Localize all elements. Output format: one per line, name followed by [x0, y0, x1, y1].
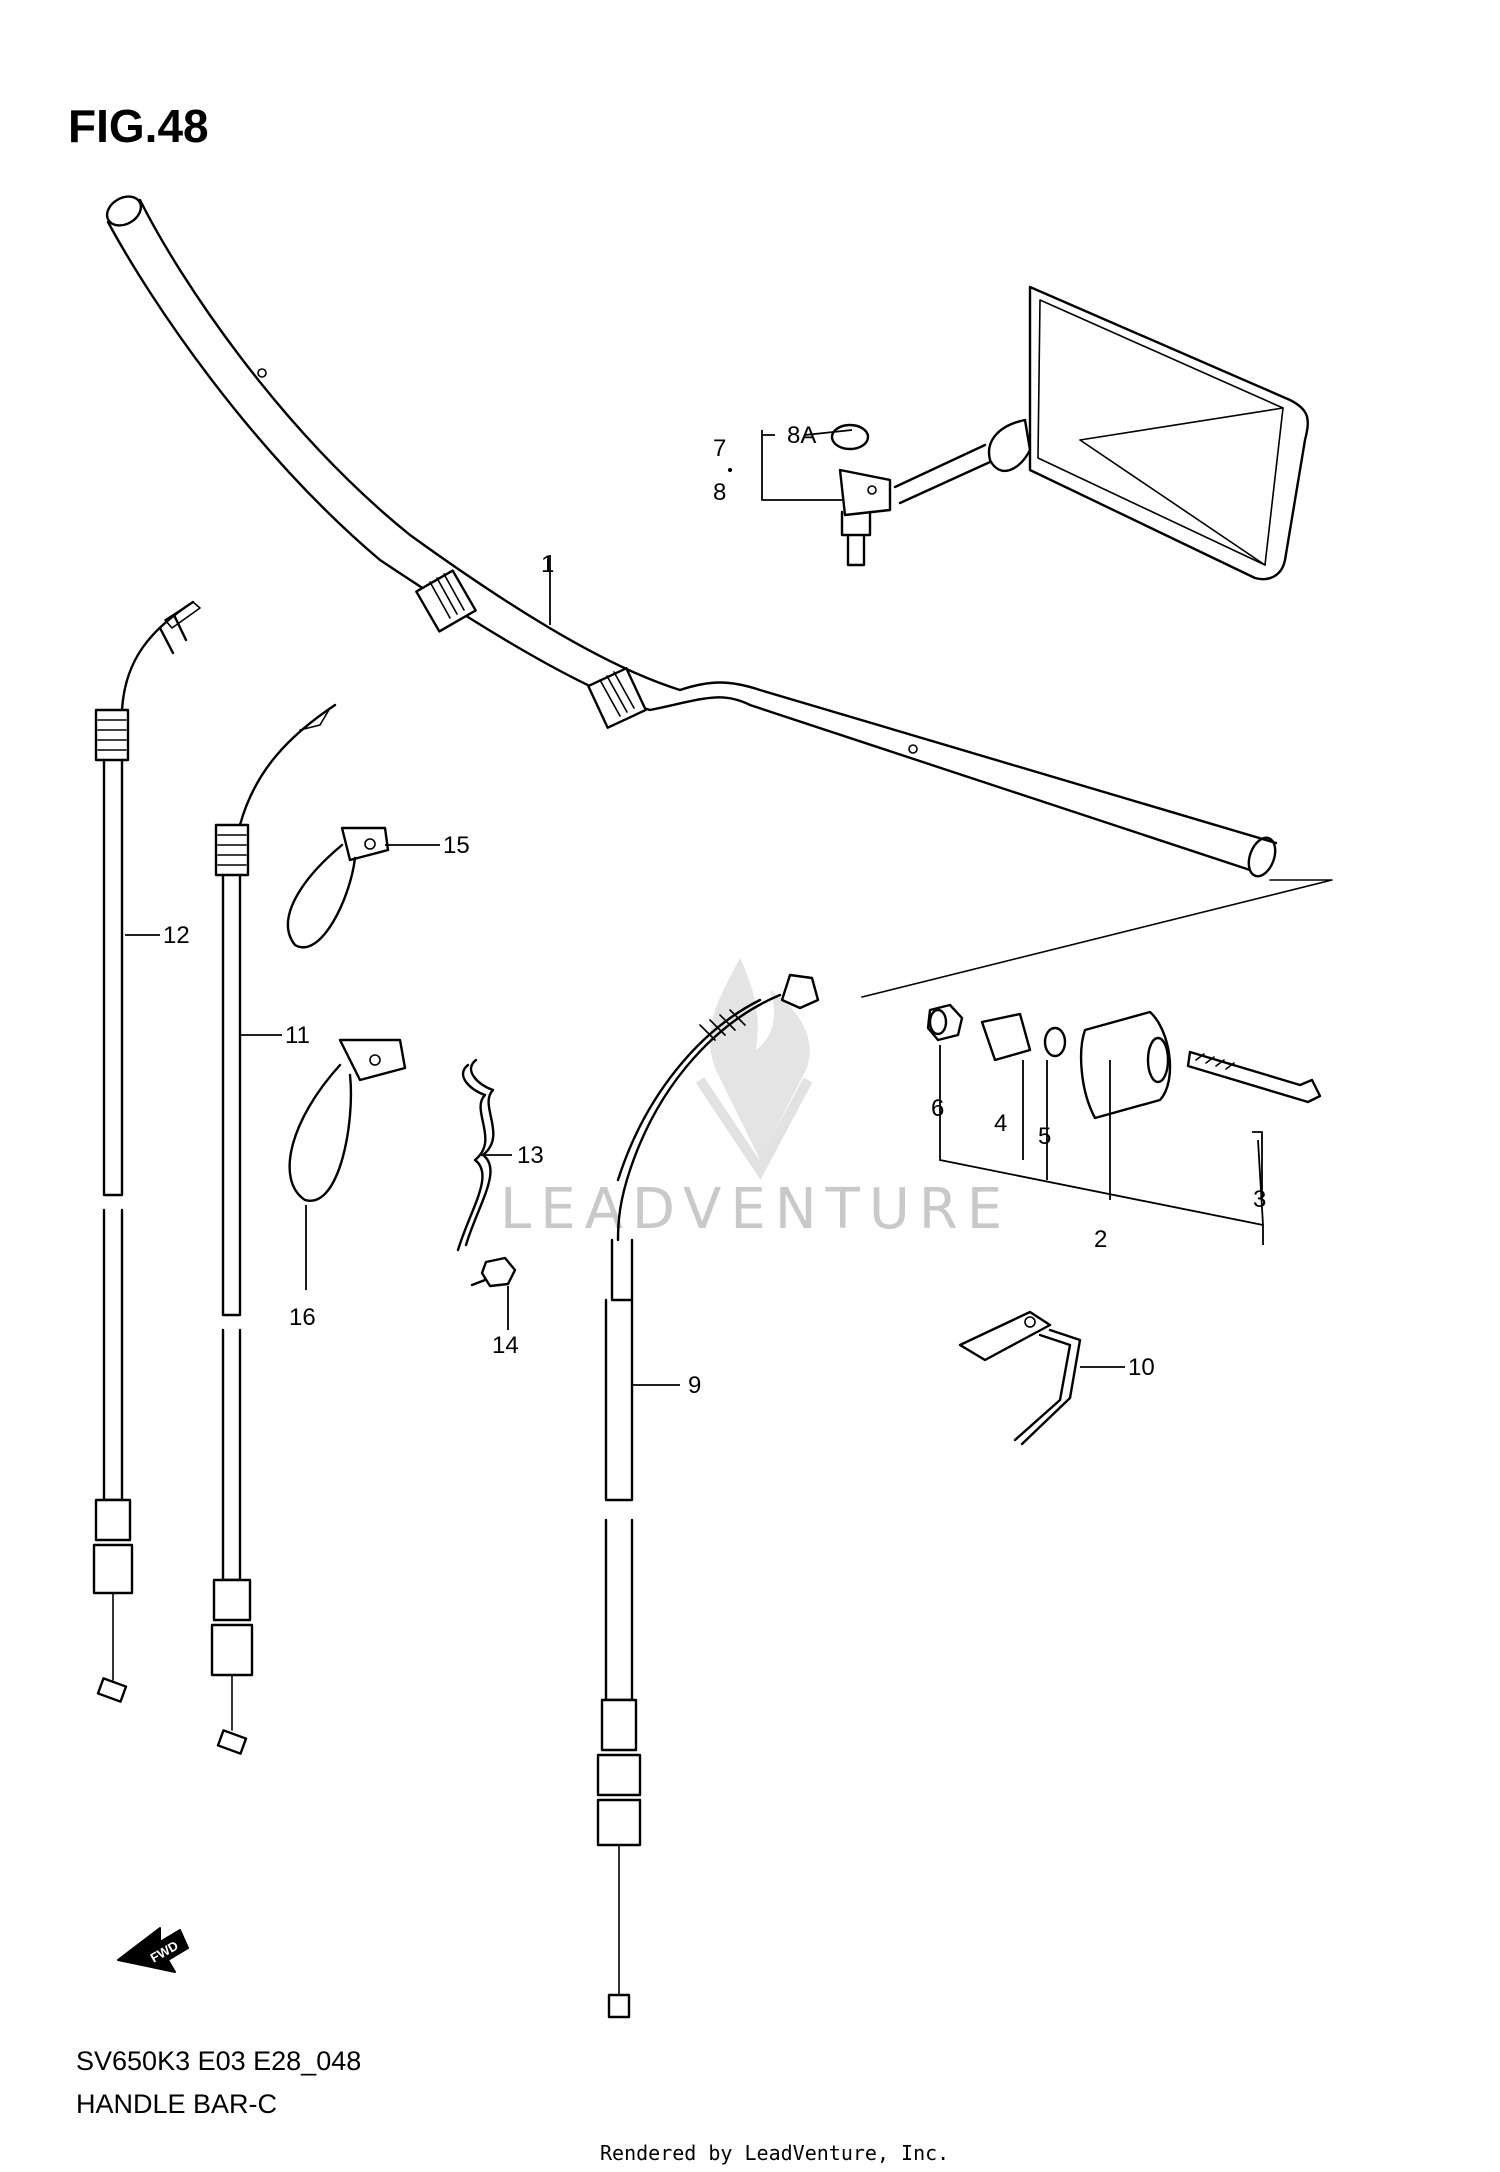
model-code: SV650K3 E03 E28_048: [76, 2046, 361, 2076]
clamp-16: [288, 1038, 407, 1202]
callout-16: 16: [289, 1304, 316, 1331]
callouts: 1 2 3 4 5 6 7 8 8A 9 10 11 12 13 14 15 1…: [163, 422, 1266, 1399]
callout-4: 4: [994, 1110, 1007, 1137]
callout-8a: 8A: [787, 422, 816, 449]
callout-12: 12: [163, 922, 190, 949]
watermark-text: LEADVENTURE: [500, 1177, 1011, 1242]
bracket-10: [958, 1310, 1082, 1446]
leader-lines: [125, 429, 1264, 1386]
callout-3: 3: [1253, 1186, 1266, 1213]
fwd-arrow-icon: FWD: [117, 1927, 189, 1973]
mirror-part: [830, 285, 1309, 581]
cable-11: [210, 703, 337, 1755]
callout-13: 13: [517, 1142, 544, 1169]
callout-14: 14: [492, 1332, 519, 1359]
callout-8: 8: [713, 479, 726, 506]
callout-15: 15: [443, 832, 470, 859]
callout-1: 1: [541, 551, 554, 578]
callout-2: 2: [1094, 1226, 1107, 1253]
callout-6: 6: [931, 1095, 944, 1122]
figure-title: FIG.48: [68, 100, 209, 152]
rendered-by: Rendered by LeadVenture, Inc.: [600, 2141, 949, 2165]
callout-10: 10: [1128, 1354, 1155, 1381]
callout-11: 11: [285, 1022, 310, 1049]
cable-12: [92, 600, 201, 1703]
bolt-14: [470, 1256, 517, 1288]
bar-end-set: [861, 879, 1333, 1120]
cable-9: [596, 973, 820, 2019]
figure-name: HANDLE BAR-C: [76, 2089, 277, 2119]
callout-5: 5: [1038, 1123, 1051, 1150]
handlebar-part: [105, 195, 1278, 878]
clamp-15: [286, 826, 390, 949]
watermark: LEADVENTURE: [500, 958, 1011, 1242]
clip-13: [456, 1058, 495, 1252]
callout-7: 7: [713, 435, 726, 462]
callout-9: 9: [688, 1372, 701, 1399]
